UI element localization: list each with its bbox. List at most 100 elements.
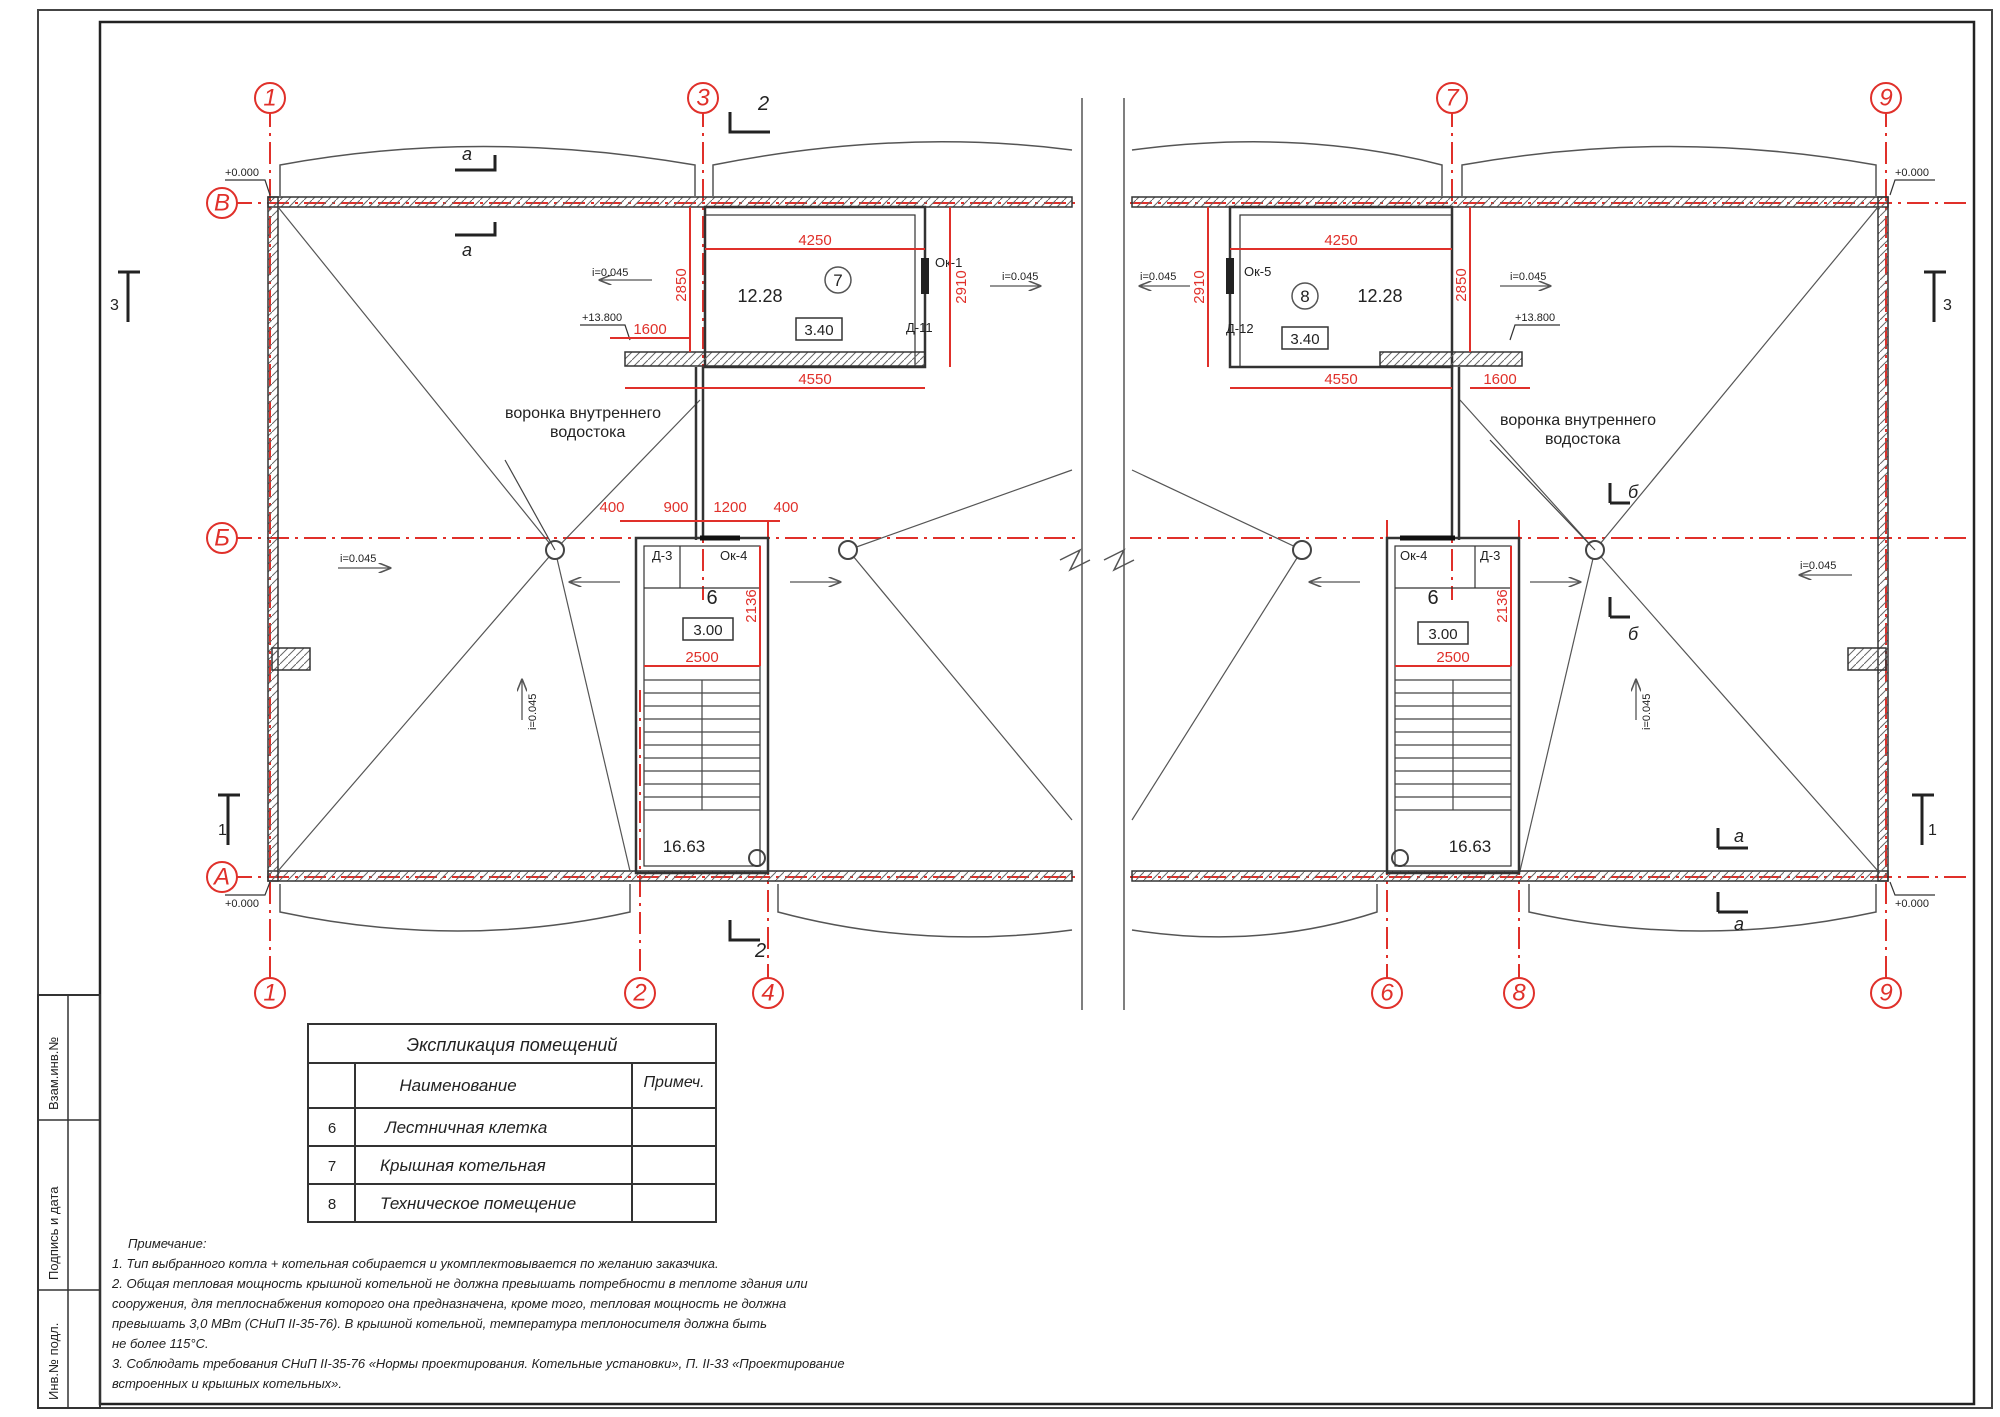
- axis-bubble-top-7: 7: [1436, 82, 1468, 114]
- axis-label: Б: [214, 525, 230, 552]
- mark-d11: Д-11: [906, 320, 933, 335]
- room-8-height: 3.40: [1290, 331, 1319, 348]
- legend-table: [307, 1023, 717, 1223]
- level-roof-right: +13.800: [1515, 312, 1555, 324]
- room-8-height-box: [1281, 326, 1329, 350]
- room-7-height-box: [795, 317, 843, 341]
- notes-line: 2. Общая тепловая мощность крышной котел…: [111, 1276, 808, 1291]
- slope-label: i=0.045: [1002, 271, 1038, 283]
- legend-row-num: 6: [328, 1120, 336, 1137]
- axis-label: 1: [263, 980, 276, 1007]
- axis-label: 6: [1380, 980, 1394, 1007]
- dim-2500a: 2500: [685, 649, 718, 666]
- dim-2850b: 2850: [1453, 268, 1470, 301]
- room-6a-height: 3.00: [693, 622, 722, 639]
- funnel-icon: [748, 849, 766, 867]
- dim-4250a: 4250: [798, 232, 831, 249]
- dim-1600b: 1600: [1483, 371, 1516, 388]
- dim-400b: 400: [773, 499, 798, 516]
- slope-label: i=0.045: [527, 694, 539, 730]
- dim-1600a: 1600: [633, 321, 666, 338]
- room-6b-number: 6: [1427, 587, 1438, 609]
- axis-label: 1: [263, 85, 276, 112]
- axis-bubble-top-1: 1: [254, 82, 286, 114]
- axis-bubble-top-9: 9: [1870, 82, 1902, 114]
- notes-line: превышать 3,0 МВт (СНиП II-35-76). В кры…: [112, 1316, 767, 1331]
- legend-row-name: Крышная котельная: [380, 1156, 546, 1175]
- stamp-inv: Инв.№ подл.: [46, 1323, 61, 1400]
- room-8-vent-strip: [1379, 351, 1523, 367]
- level-roof-left: +13.800: [582, 312, 622, 324]
- section-marks: [118, 112, 1946, 942]
- mark-ok5: Ок-5: [1244, 264, 1271, 279]
- room-8-number-circle: [1291, 282, 1319, 310]
- section-b-top: б: [1628, 482, 1639, 502]
- funnel-label-right-2: водостока: [1545, 431, 1621, 448]
- axis-label: 2: [632, 980, 646, 1007]
- mark-ok4b: Ок-4: [1400, 548, 1427, 563]
- level-bl: +0.000: [225, 898, 259, 910]
- section-a-2: а: [462, 240, 472, 260]
- axis-bubble-bottom-2: 2: [624, 977, 656, 1009]
- funnel-icon: [1292, 540, 1312, 560]
- slope-arrows: [338, 280, 1852, 720]
- roof-funnels: [545, 540, 1605, 867]
- dim-2910b: 2910: [1191, 270, 1208, 303]
- axis-bubble-row-a: А: [206, 861, 238, 893]
- slope-label: i=0.045: [340, 553, 376, 565]
- mark-d3b: Д-3: [1480, 548, 1500, 563]
- axis-label: 9: [1879, 980, 1892, 1007]
- break-line: [1059, 98, 1135, 1010]
- axis-label: 4: [761, 980, 774, 1007]
- legend-row-name: Лестничная клетка: [384, 1118, 547, 1137]
- axis-bubble-bottom-8: 8: [1503, 977, 1535, 1009]
- axis-bubble-top-3: 3: [687, 82, 719, 114]
- funnel-label-left-2: водостока: [550, 424, 626, 441]
- dim-4550a: 4550: [798, 371, 831, 388]
- legend-row-name: Техническое помещение: [380, 1194, 576, 1213]
- axis-bubble-row-b: Б: [206, 522, 238, 554]
- legend-row-num: 7: [328, 1158, 336, 1175]
- legend-header-name: Наименование: [399, 1076, 516, 1095]
- legend-header-note: Примеч.: [643, 1074, 704, 1091]
- stamp-vzam: Взам.инв.№: [46, 1037, 61, 1110]
- room-6a-stair-area: 16.63: [663, 837, 706, 856]
- dim-2136b: 2136: [1494, 589, 1511, 622]
- dimension-lines: [610, 207, 1530, 667]
- axis-label: 9: [1879, 85, 1892, 112]
- mark-ok1: Ок-1: [935, 255, 962, 270]
- funnel-icon: [838, 540, 858, 560]
- notes-block: Примечание: 1. Тип выбранного котла + ко…: [111, 1236, 845, 1391]
- mark-ok4a: Ок-4: [720, 548, 747, 563]
- room-6b-height: 3.00: [1428, 626, 1457, 643]
- dim-2136a: 2136: [743, 589, 760, 622]
- dim-900: 900: [663, 499, 688, 516]
- room-6b-height-box: [1417, 621, 1469, 645]
- axis-bubble-row-v: В: [206, 187, 238, 219]
- level-marks: [225, 179, 1935, 896]
- section-1-left: 1: [218, 822, 227, 839]
- section-2-top: 2: [757, 93, 769, 115]
- drawing-frame: [98, 20, 1976, 1406]
- notes-line: 3. Соблюдать требования СНиП II-35-76 «Н…: [112, 1356, 845, 1371]
- section-a-3: а: [1734, 826, 1744, 846]
- slope-label: i=0.045: [1510, 271, 1546, 283]
- mark-d3a: Д-3: [652, 548, 672, 563]
- section-2-bottom: 2: [754, 940, 766, 962]
- room-7-vent-strip: [624, 351, 926, 367]
- room-6b-stair-area: 16.63: [1449, 837, 1492, 856]
- level-tr: +0.000: [1895, 167, 1929, 179]
- section-b-bottom: б: [1628, 624, 1639, 644]
- vent-right: [1847, 647, 1887, 671]
- roof-slope-lines: [277, 206, 1879, 872]
- dim-1200: 1200: [713, 499, 746, 516]
- funnel-label-right-1: воронка внутреннего: [1500, 412, 1656, 429]
- axis-bubble-bottom-1: 1: [254, 977, 286, 1009]
- mark-d12: Д-12: [1226, 321, 1254, 336]
- dim-400a: 400: [599, 499, 624, 516]
- section-1-right: 1: [1928, 822, 1937, 839]
- axis-label: 8: [1512, 980, 1526, 1007]
- slope-label: i=0.045: [1140, 271, 1176, 283]
- notes-line: 1. Тип выбранного котла + котельная соби…: [112, 1256, 719, 1271]
